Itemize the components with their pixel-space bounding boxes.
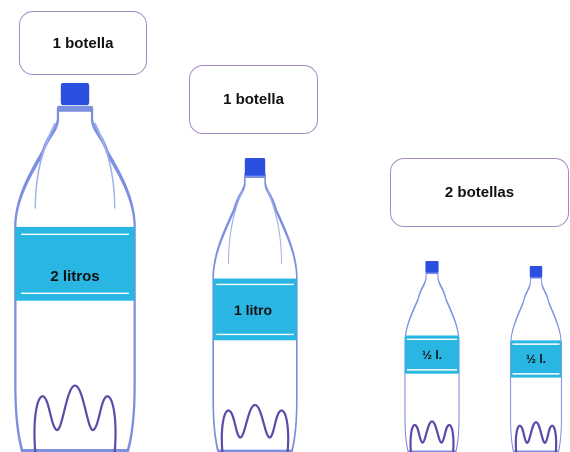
count-box-medium-text: 1 botella (223, 91, 284, 108)
count-box-small-text: 2 botellas (445, 184, 514, 201)
bottle-1-litro-label: 1 litro (234, 302, 272, 318)
bottle-2-litros-label: 2 litros (50, 268, 99, 285)
count-box-medium-bottle: 1 botella (189, 65, 318, 134)
bottle-half-litro-left-label: ½ l. (422, 348, 442, 362)
count-box-small-bottles: 2 botellas (390, 158, 569, 227)
bottle-half-litro-right-label: ½ l. (526, 352, 546, 366)
count-box-large-text: 1 botella (53, 35, 114, 52)
count-box-large-bottle: 1 botella (19, 11, 147, 75)
